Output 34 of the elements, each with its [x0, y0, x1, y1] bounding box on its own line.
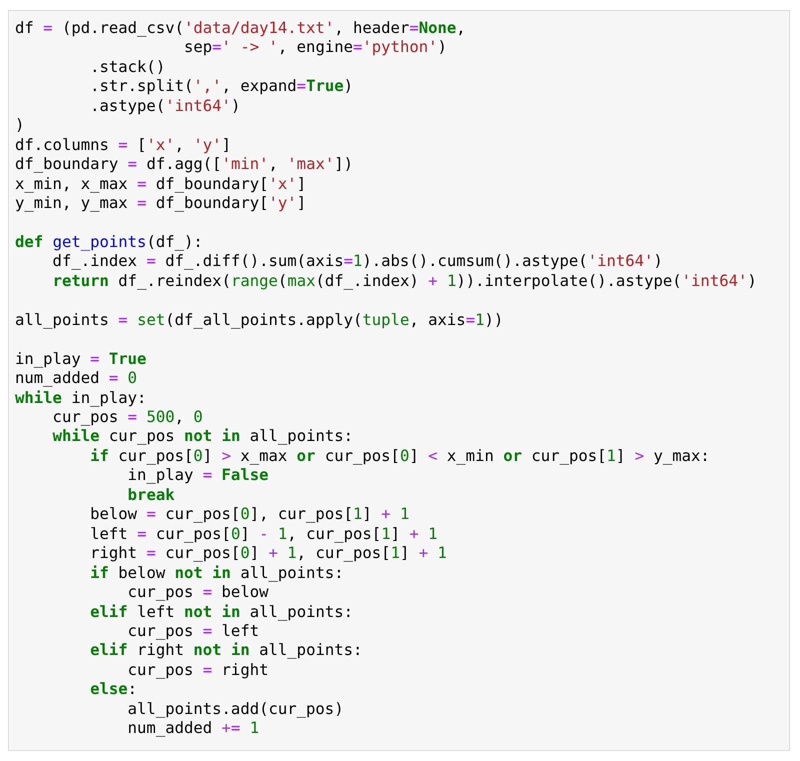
- code-line: in_play = False: [126, 466, 268, 486]
- code-line: if cur_pos[0] > x_max or cur_pos[0] < x_min or cur_pos[1] > y_max:: [89, 446, 710, 466]
- code-line: break: [126, 486, 175, 506]
- code-line: cur_pos = left: [126, 622, 260, 642]
- code-line: .stack(): [89, 58, 166, 78]
- code-line: all_points = set(df_all_points.apply(tuple, axis=1)): [15, 310, 504, 330]
- code-line: x_min, x_max = df_boundary['x']: [15, 174, 306, 194]
- code-line: y_min, y_max = df_boundary['y']: [15, 194, 306, 214]
- code-line: df_boundary = df.agg(['min', 'max']): [15, 155, 354, 175]
- code-line: .astype('int64'): [89, 96, 240, 116]
- code-line: df_.index = df_.diff().sum(axis=1).abs().cumsum().astype('int64'): [52, 252, 663, 272]
- code-line: below = cur_pos[0], cur_pos[1] + 1: [89, 505, 410, 525]
- code-line: cur_pos = right: [126, 660, 268, 680]
- code-line: left = cur_pos[0] - 1, cur_pos[1] + 1: [89, 524, 438, 544]
- code-line: df.columns = ['x', 'y']: [15, 136, 231, 156]
- code-line: if below not in all_points:: [89, 564, 344, 583]
- code-line: while cur_pos not in all_points:: [52, 427, 354, 447]
- code-line: right = cur_pos[0] + 1, cur_pos[1] + 1: [89, 544, 447, 564]
- code-line: in_play = True: [15, 350, 146, 370]
- code-line: all_points.add(cur_pos): [126, 700, 344, 720]
- code-line: cur_pos = below: [126, 583, 268, 602]
- code-line: else:: [89, 680, 138, 700]
- code-line: num_added = 0: [15, 369, 138, 388]
- code-line: while in_play:: [15, 388, 146, 408]
- code-line: cur_pos = 500, 0: [52, 408, 203, 428]
- code-line: .str.split(',', expand=True): [89, 77, 354, 97]
- code-line: num_added += 1: [126, 719, 260, 739]
- code-line: ): [15, 116, 24, 136]
- code-line: return df_.reindex(range(max(df_.index) + 1)).interpolate().astype('int64'): [52, 272, 757, 292]
- code-line: def get_points(df_):: [15, 232, 203, 252]
- code-line: df = (pd.read_csv('data/day14.txt', header=None,: [15, 19, 466, 38]
- code-line: elif left not in all_points:: [89, 602, 354, 622]
- code-line: elif right not in all_points:: [89, 641, 362, 661]
- code-line: sep=' -> ', engine='python'): [182, 38, 447, 58]
